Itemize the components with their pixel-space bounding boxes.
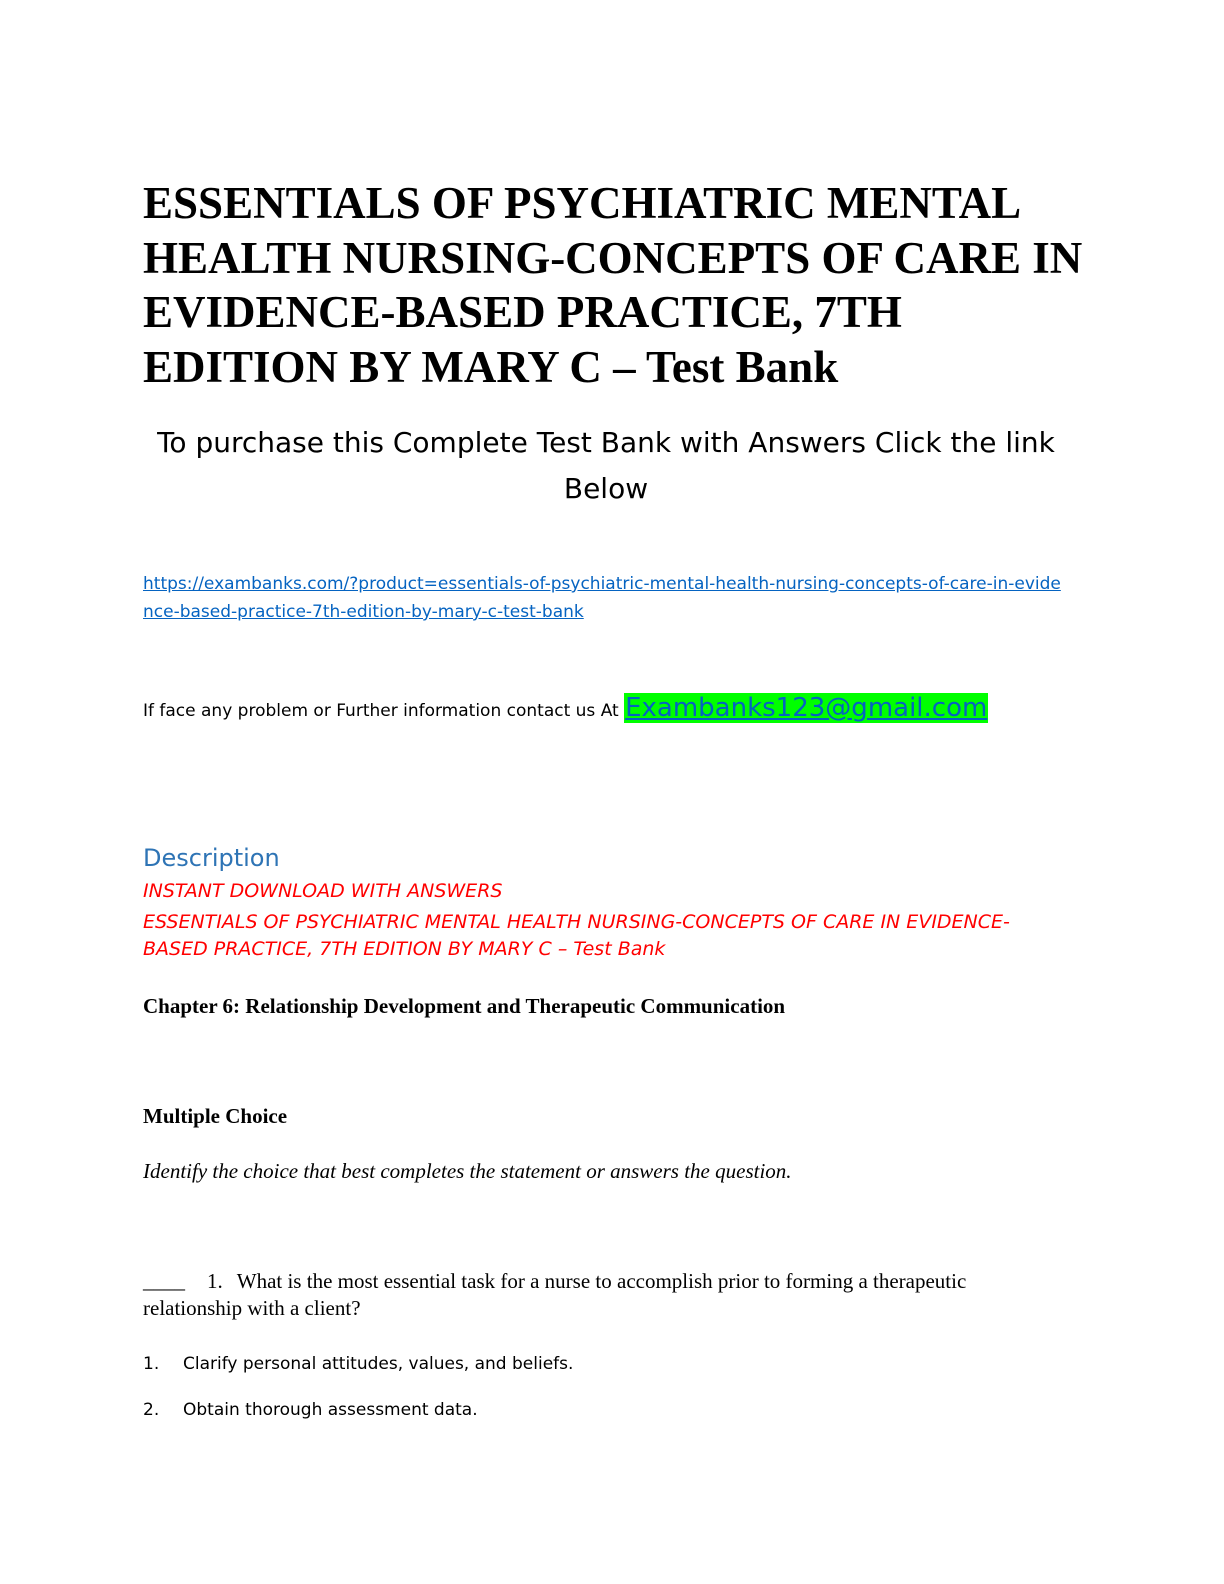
description-red-text: INSTANT DOWNLOAD WITH ANSWERS ESSENTIALS… — [143, 878, 1063, 963]
question-instruction: Identify the choice that best completes … — [143, 1159, 792, 1183]
question-number: 1. — [207, 1269, 223, 1293]
contact-email-link[interactable]: Exambanks123@gmail.com — [624, 693, 989, 723]
section-heading: Multiple Choice — [143, 1104, 288, 1128]
answer-option: 2. Obtain thorough assessment data. — [143, 1396, 1063, 1442]
instant-download-text: INSTANT DOWNLOAD WITH ANSWERS — [143, 880, 503, 902]
option-text: Clarify personal attitudes, values, and … — [183, 1354, 574, 1374]
red-product-title: ESSENTIALS OF PSYCHIATRIC MENTAL HEALTH … — [143, 911, 1010, 960]
option-number: 2. — [143, 1400, 160, 1420]
answer-option: 1. Clarify personal attitudes, values, a… — [143, 1350, 1063, 1396]
product-link[interactable]: https://exambanks.com/?product=essential… — [143, 574, 1061, 622]
purchase-instruction: To purchase this Complete Test Bank with… — [157, 426, 1055, 505]
option-number: 1. — [143, 1354, 160, 1374]
option-text: Obtain thorough assessment data. — [183, 1400, 478, 1420]
contact-line: If face any problem or Further informati… — [143, 688, 1063, 731]
question-text: What is the most essential task for a nu… — [143, 1269, 967, 1320]
question-1: ____ 1.What is the most essential task fo… — [143, 1268, 1063, 1322]
document-title: ESSENTIALS OF PSYCHIATRIC MENTAL HEALTH … — [143, 178, 1083, 392]
chapter-heading: Chapter 6: Relationship Development and … — [143, 994, 786, 1018]
contact-text: If face any problem or Further informati… — [143, 701, 619, 721]
description-heading: Description — [143, 844, 280, 872]
answer-options: 1. Clarify personal attitudes, values, a… — [143, 1350, 1063, 1442]
answer-blank: ____ — [143, 1269, 185, 1293]
